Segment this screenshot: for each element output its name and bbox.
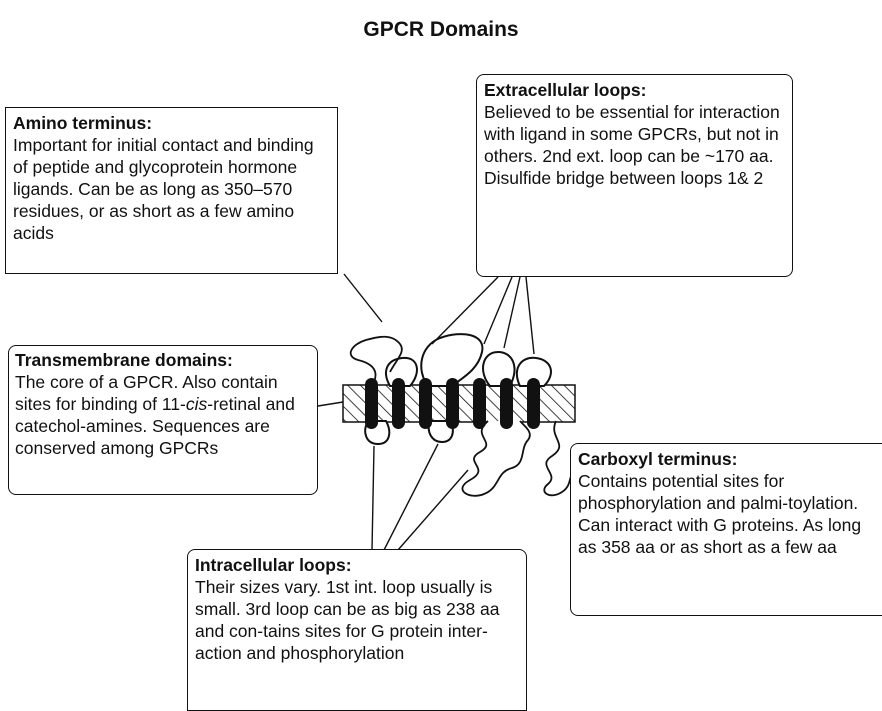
helix-1 <box>365 378 378 429</box>
transmembrane-domains-heading: Transmembrane domains: <box>15 350 233 370</box>
intracellular-loop-3 <box>461 420 531 497</box>
intracellular-loops-text: Their sizes vary. 1st int. loop usually … <box>195 577 500 663</box>
leader-extra-1 <box>431 276 499 345</box>
helix-6 <box>500 378 513 429</box>
leader-extra-2 <box>483 276 513 345</box>
transmembrane-text-italic: cis <box>185 394 208 414</box>
helix-7 <box>527 378 540 429</box>
diagram-title: GPCR Domains <box>363 18 519 41</box>
transmembrane-domains-box: Transmembrane domains: The core of a GPC… <box>8 345 318 495</box>
transmembrane-text-part-1: The core of a GPCR. Also contain sites f… <box>15 372 278 414</box>
extracellular-loop-2 <box>420 333 484 387</box>
extracellular-loops-text: Believed to be essential for interaction… <box>484 102 780 188</box>
extracellular-loops <box>385 333 552 387</box>
amino-terminus-heading: Amino terminus: <box>13 113 153 133</box>
amino-terminus-text: Important for initial contact and bindin… <box>13 135 314 243</box>
leader-extra-4 <box>525 276 535 355</box>
intracellular-loops <box>364 420 454 446</box>
carboxyl-terminus-heading: Carboxyl terminus: <box>578 449 738 469</box>
leader-intra-1 <box>371 445 375 551</box>
helix-3 <box>419 378 432 429</box>
helix-2 <box>392 378 405 429</box>
intracellular-loops-heading: Intracellular loops: <box>195 555 352 575</box>
transmembrane-domains-text: The core of a GPCR. Also contain sites f… <box>15 371 311 459</box>
transmembrane-text-part-2: -retinal and catechol-amines. Sequences … <box>15 394 295 458</box>
extracellular-loops-box: Extracellular loops: Believed to be esse… <box>476 74 793 277</box>
leader-trans <box>317 401 344 407</box>
carboxyl-terminus-box: Carboxyl terminus: Contains potential si… <box>570 443 882 616</box>
leader-amino <box>343 273 383 323</box>
leader-extra-3 <box>503 276 521 349</box>
extracellular-loops-heading: Extracellular loops: <box>484 80 647 100</box>
intracellular-loops-box: Intracellular loops: Their sizes vary. 1… <box>187 549 527 711</box>
transmembrane-helices <box>365 378 540 429</box>
extracellular-loop-3 <box>482 350 516 387</box>
amino-terminus-chain <box>349 335 403 387</box>
leader-intra-3 <box>397 469 469 551</box>
helix-4 <box>446 378 459 429</box>
amino-terminus-box: Amino terminus: Important for initial co… <box>5 107 338 274</box>
leader-intra-2 <box>383 443 439 551</box>
carboxyl-terminus-text: Contains potential sites for phosphoryla… <box>578 471 862 557</box>
leader-lines <box>317 273 535 551</box>
helix-5 <box>473 378 486 429</box>
extracellular-loop-4 <box>515 356 552 387</box>
